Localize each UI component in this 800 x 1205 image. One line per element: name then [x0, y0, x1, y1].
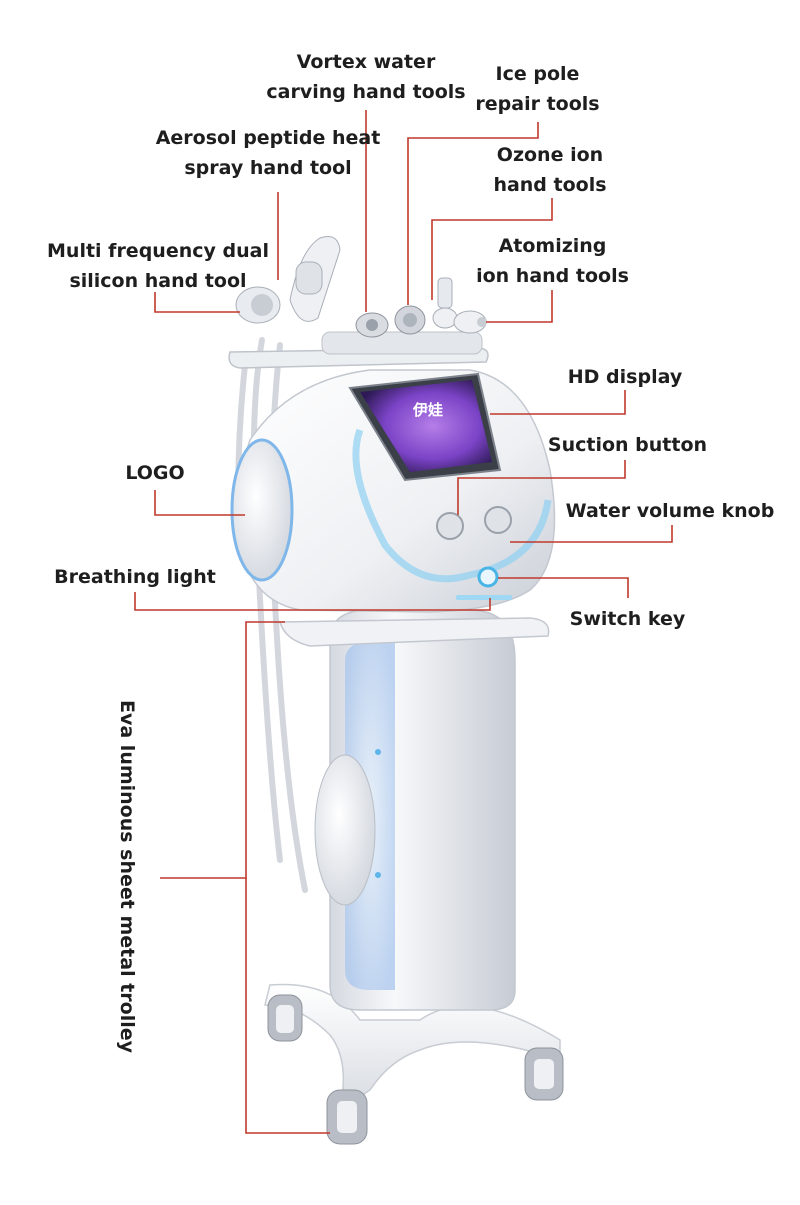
label-logo: LOGO: [125, 462, 185, 484]
label-ice-pole: Ice pole repair tools: [475, 63, 600, 115]
leader-line-trolley: [160, 621, 285, 879]
logo-disc: [230, 438, 294, 582]
ozone-hand-tool: [432, 277, 458, 329]
breathing-light: [456, 595, 512, 600]
vortex-hand-tool: [355, 312, 389, 338]
trolley-pillar: [314, 609, 516, 1011]
atomizing-hand-tool: [453, 310, 487, 334]
leader-line-logo: [154, 490, 245, 516]
leader-line-switch: [498, 577, 629, 598]
label-ozone-ion: Ozone ion hand tools: [493, 144, 607, 196]
trolley-base: [264, 983, 564, 1145]
tray-shelf: [279, 617, 550, 647]
label-atomizing-ion: Atomizing ion hand tools: [476, 235, 629, 287]
water-volume-knob[interactable]: [484, 506, 512, 534]
label-trolley: Eva luminous sheet metal trolley: [116, 700, 138, 1054]
hd-display: 伊娃: [348, 372, 502, 482]
label-hd-display: HD display: [567, 366, 683, 388]
caster-wheel: [524, 1047, 564, 1101]
label-switch-key: Switch key: [569, 608, 686, 630]
ice-pole-hand-tool: [394, 305, 426, 335]
label-aerosol-peptide: Aerosol peptide heat spray hand tool: [155, 127, 381, 179]
label-water-volume-knob: Water volume knob: [565, 500, 775, 522]
label-breathing-light: Breathing light: [54, 566, 216, 588]
multi-frequency-hand-tool: [235, 286, 281, 324]
aerosol-hand-tool: [289, 236, 341, 322]
leader-line-hd: [490, 390, 626, 415]
caster-wheel: [267, 994, 303, 1042]
tool-holder-rack: [228, 331, 489, 369]
leader-line-suction: [457, 460, 626, 515]
leader-line-atomizing: [486, 290, 553, 323]
leader-line-ice: [407, 122, 539, 305]
switch-key[interactable]: [477, 566, 499, 588]
label-vortex-water: Vortex water carving hand tools: [266, 51, 466, 103]
label-suction-button: Suction button: [547, 434, 708, 456]
screen-text: 伊娃: [412, 401, 443, 419]
leader-lines: [134, 110, 673, 1134]
suction-button[interactable]: [436, 512, 464, 540]
leader-line-ozone: [431, 198, 553, 300]
leader-line-water: [510, 525, 673, 543]
leader-line-multi: [154, 292, 240, 313]
leader-line-breathing: [134, 592, 491, 611]
leader-line-trolley-base: [245, 878, 330, 1134]
caster-wheel: [326, 1089, 368, 1145]
label-multi-frequency: Multi frequency dual silicon hand tool: [47, 240, 269, 292]
